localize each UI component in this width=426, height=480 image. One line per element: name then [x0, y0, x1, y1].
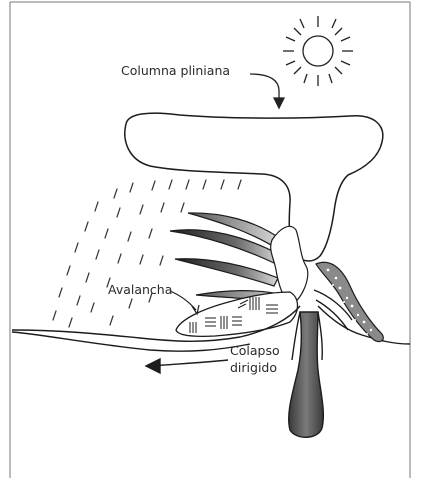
arrow-down-icon: [250, 74, 284, 108]
arrow-left-icon: [146, 359, 228, 373]
label-plinian-column: Columna pliniana: [121, 64, 230, 78]
avalanche-leader: [170, 291, 199, 314]
label-avalanche: Avalancha: [108, 283, 172, 297]
avalanche-deposit: [176, 292, 298, 336]
label-directed-collapse-line2: dirigido: [230, 361, 277, 375]
magma-conduit: [289, 312, 324, 437]
sun-icon: [283, 16, 353, 86]
plinian-column-cloud: [125, 113, 383, 261]
label-directed-collapse-line1: Colapso: [230, 344, 280, 358]
ash-fall-lines: [53, 180, 241, 327]
